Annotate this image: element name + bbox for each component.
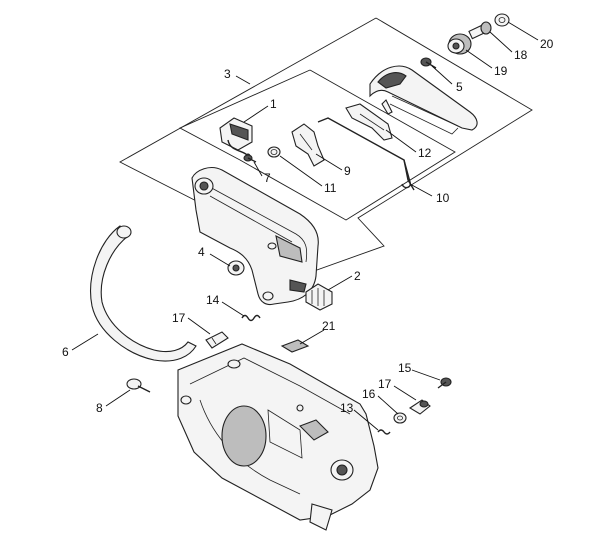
callout-15: 15	[398, 361, 412, 375]
callout-11: 11	[324, 181, 337, 195]
grommet-part-19	[447, 33, 472, 55]
cap-part-4	[227, 260, 245, 276]
callout-1: 1	[270, 97, 277, 111]
handle-cover	[369, 65, 478, 135]
callout-17-lower: 17	[378, 377, 392, 391]
screw-part-15	[437, 377, 452, 389]
callout-4: 4	[198, 245, 205, 259]
callout-3: 3	[224, 67, 231, 81]
callout-6: 6	[62, 345, 69, 359]
rod-part-10	[317, 117, 415, 191]
callout-12: 12	[418, 146, 432, 160]
callout-7: 7	[264, 171, 271, 185]
washer-part-20	[494, 13, 510, 27]
spring-part-13	[377, 429, 391, 435]
callout-16: 16	[362, 387, 376, 401]
fitting-part-2	[305, 283, 333, 311]
callout-13: 13	[340, 401, 354, 415]
callout-10: 10	[436, 191, 450, 205]
screw-part-5	[420, 57, 437, 69]
pin-part-7	[243, 154, 257, 163]
fitting-part-18	[468, 21, 492, 40]
fitting-part-17-upper	[205, 331, 229, 349]
spring-part-11	[267, 146, 281, 158]
callout-20: 20	[540, 37, 554, 51]
callout-19: 19	[494, 64, 508, 78]
assembly-frame-3	[119, 17, 533, 277]
callout-21: 21	[322, 319, 336, 333]
callout-9: 9	[344, 164, 351, 178]
callout-17-upper: 17	[172, 311, 186, 325]
bolt-part-8	[126, 378, 151, 393]
sub-frame-handle	[178, 69, 456, 221]
crankcase-housing	[177, 343, 379, 531]
leader-lines	[71, 21, 539, 431]
lever-part-12	[345, 103, 393, 141]
washer-part-16	[393, 412, 407, 424]
hose-part-6	[90, 225, 197, 362]
callout-14: 14	[206, 293, 220, 307]
callout-18: 18	[514, 48, 528, 62]
callout-5: 5	[456, 80, 463, 94]
callout-8: 8	[96, 401, 103, 415]
callout-labels: 20 18 19 5 3 1 12 9 7 11 10 4 2 14 17 21…	[62, 37, 554, 415]
callout-2: 2	[354, 269, 361, 283]
lock-lever-part-9	[291, 123, 325, 167]
spring-part-14	[241, 314, 261, 322]
fitting-part-17-lower	[408, 399, 431, 415]
rear-handle-body	[191, 167, 319, 306]
